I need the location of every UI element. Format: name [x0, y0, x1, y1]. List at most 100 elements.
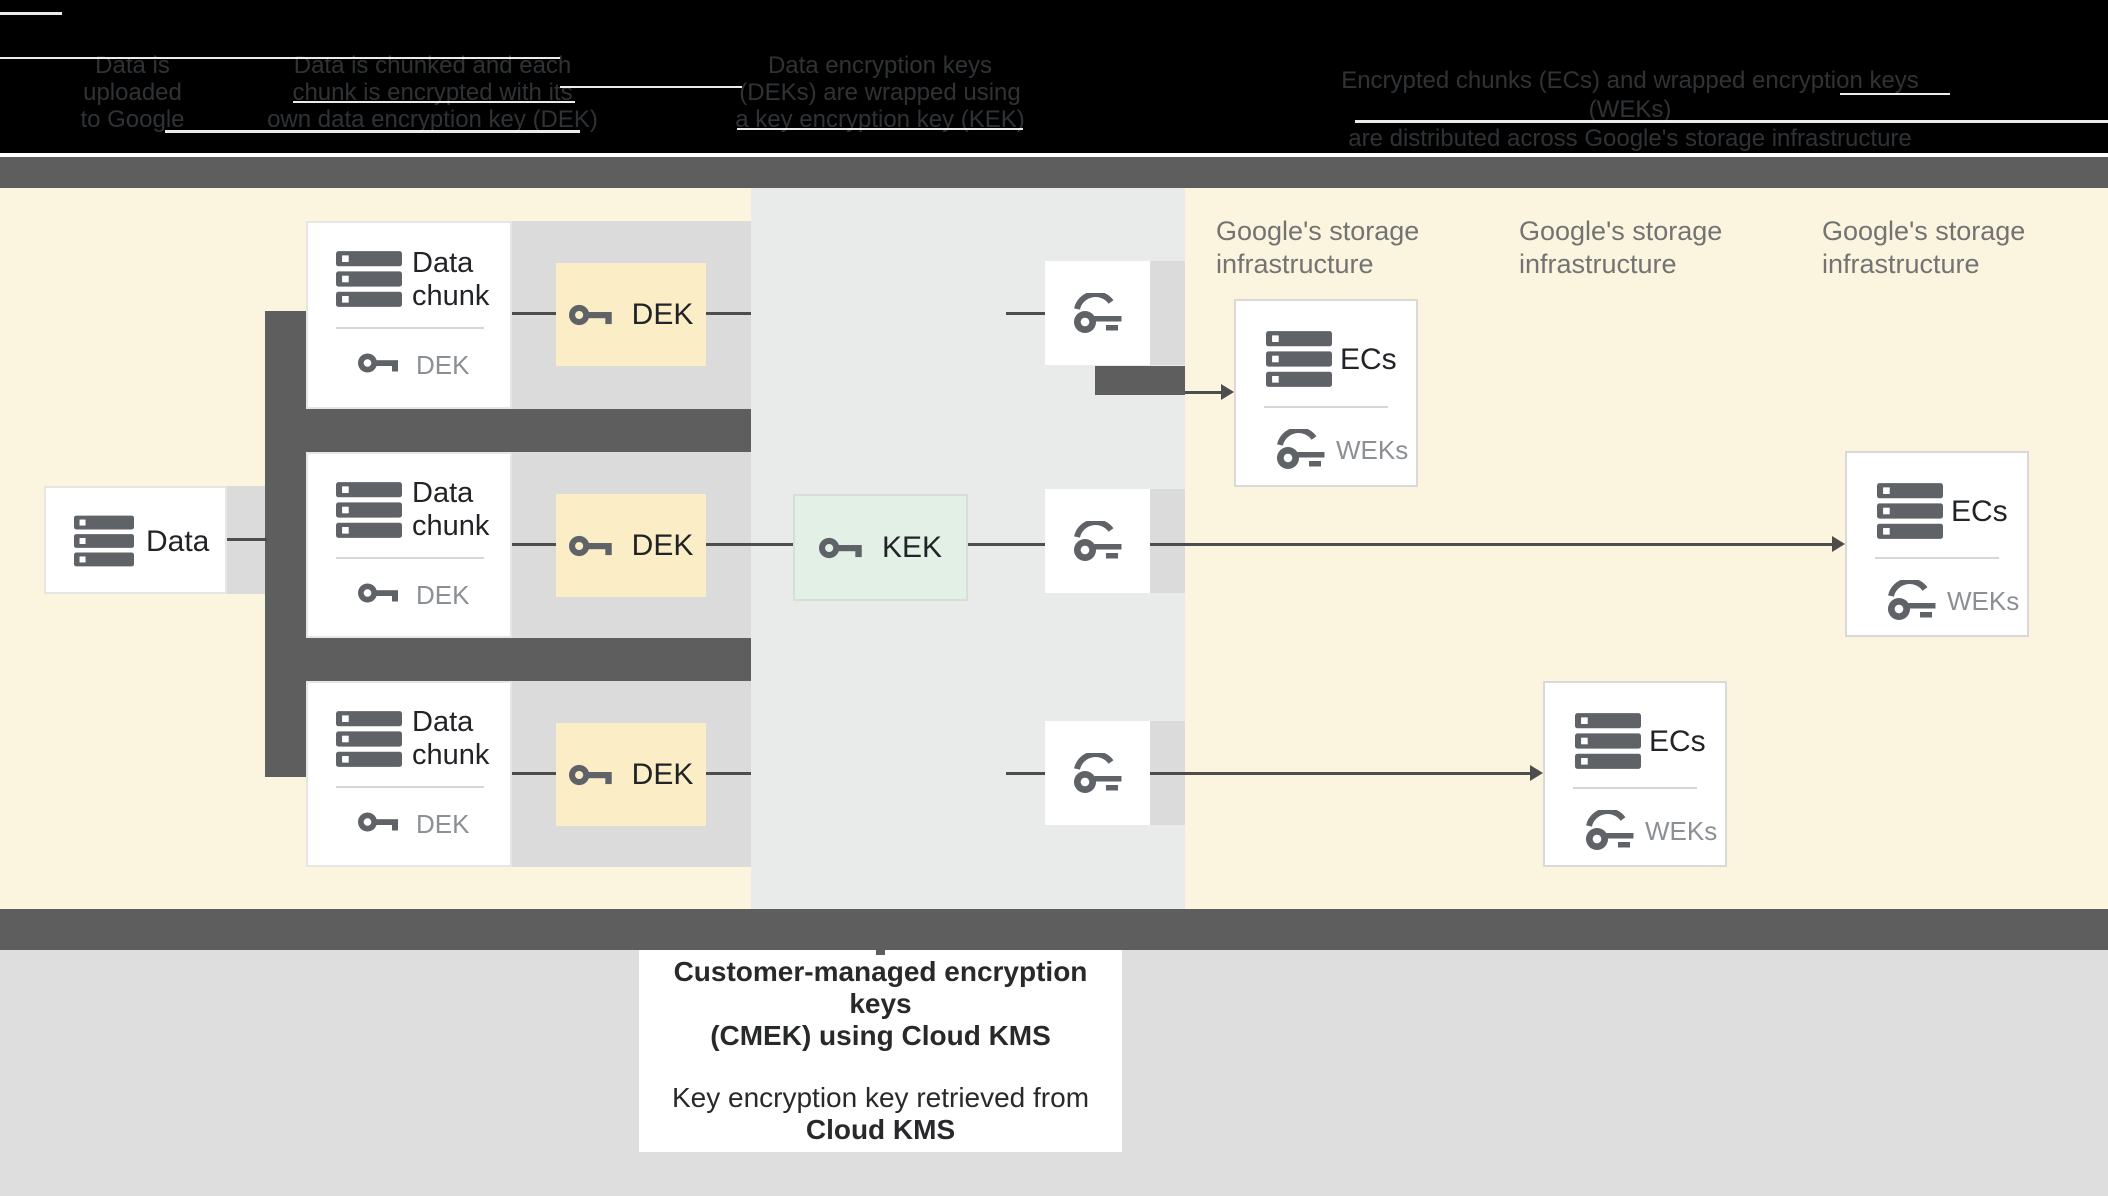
wrapped-key-icon — [1586, 810, 1634, 850]
wrapped-key-box — [1045, 261, 1150, 365]
header-separator-line — [28, 153, 2108, 157]
connector-line — [706, 312, 751, 315]
data-chunk-title: Data chunk — [412, 706, 490, 771]
header-artifact-line — [0, 12, 62, 15]
data-chunk-title: Data chunk — [412, 477, 490, 542]
dek-box-label: DEK — [631, 757, 694, 791]
wrapped-key-icon — [1074, 521, 1122, 561]
header-step-4-line: Encrypted chunks (ECs) and wrapped encry… — [1341, 67, 1919, 123]
header-step-2: Data is chunked and each chunk is encryp… — [235, 52, 630, 133]
storage-label-line: Google's storage — [1822, 216, 2026, 246]
data-chunk-title: Data chunk — [412, 247, 490, 312]
dek-box-label: DEK — [631, 528, 694, 562]
key-icon — [568, 535, 612, 556]
header-strip: Data is uploaded to Google Data is chunk… — [0, 0, 2108, 153]
wrapped-key-box — [1045, 721, 1150, 825]
bottom-gray-band — [0, 909, 2108, 950]
header-artifact-line — [1355, 120, 2108, 123]
header-artifact-line — [0, 57, 560, 59]
dek-box: DEK — [556, 263, 706, 366]
ecs-box-label: ECs — [1649, 725, 1706, 758]
weks-label: WEKs — [1336, 435, 1409, 465]
storage-label-line: infrastructure — [1822, 249, 1980, 279]
divider — [1264, 406, 1388, 408]
connector-line — [512, 312, 556, 315]
data-chunk-box: Data chunk DEK — [306, 221, 512, 409]
storage-label-line: Google's storage — [1216, 216, 1420, 246]
key-icon — [818, 537, 862, 558]
storage-label-line: infrastructure — [1519, 249, 1677, 279]
arrow-line — [1150, 543, 1833, 546]
data-box: Data — [44, 486, 227, 594]
connector-line — [706, 543, 793, 546]
ecs-box: ECs WEKs — [1543, 681, 1727, 867]
weks-label: WEKs — [1947, 586, 2020, 616]
split-band-2 — [265, 638, 751, 681]
database-icon — [1266, 331, 1332, 387]
key-icon — [358, 583, 398, 603]
ecs-box: ECs WEKs — [1234, 299, 1418, 487]
wrapped-key-box — [1045, 489, 1150, 593]
header-artifact-line — [165, 130, 580, 133]
wrapped-key-shadow — [1150, 489, 1185, 593]
ecs-box-label: ECs — [1951, 495, 2008, 528]
caption-subtitle-line: Cloud KMS — [805, 1114, 956, 1145]
wrapped-key-shadow — [1150, 261, 1185, 365]
wrapped-key-icon — [1277, 429, 1325, 469]
database-icon — [74, 515, 134, 567]
connector-line — [706, 772, 751, 775]
elbow-connector-bar — [1095, 366, 1185, 395]
arrowhead-icon — [1530, 765, 1543, 781]
storage-infrastructure-label: Google's storage infrastructure — [1216, 215, 1419, 281]
caption-title-line: Customer-managed encryption keys — [673, 956, 1088, 1019]
divider — [336, 786, 484, 788]
caption-subtitle-line: Key encryption key retrieved from — [671, 1082, 1090, 1113]
caption-connector-tick — [876, 950, 885, 955]
storage-label-line: infrastructure — [1216, 249, 1374, 279]
storage-infrastructure-label: Google's storage infrastructure — [1519, 215, 1722, 281]
header-step-1: Data is uploaded to Google — [40, 52, 225, 133]
wrapped-key-icon — [1888, 580, 1936, 620]
ecs-box-label: ECs — [1340, 343, 1397, 376]
wrapped-key-icon — [1074, 753, 1122, 793]
header-artifact-line — [737, 128, 1023, 130]
kek-box-label: KEK — [881, 530, 943, 564]
arrow-line — [1150, 772, 1531, 775]
data-chunk-box: Data chunk DEK — [306, 681, 512, 867]
header-step-4-line: are distributed across Google's storage … — [1348, 125, 1912, 152]
arrowhead-icon — [1832, 536, 1845, 552]
key-icon — [358, 812, 398, 832]
database-icon — [1877, 483, 1943, 539]
header-artifact-line — [293, 101, 575, 103]
header-step-1-line: Data is — [95, 52, 170, 79]
connector-line — [512, 772, 556, 775]
key-icon — [568, 304, 612, 325]
storage-label-line: Google's storage — [1519, 216, 1723, 246]
database-icon — [1575, 713, 1641, 769]
key-icon — [358, 353, 398, 373]
header-artifact-line — [1840, 93, 1950, 95]
divider — [1875, 557, 1999, 559]
dek-box: DEK — [556, 494, 706, 597]
header-artifact-line — [560, 86, 742, 88]
dek-box: DEK — [556, 723, 706, 826]
top-gray-band — [0, 157, 2108, 188]
connector-line — [1006, 772, 1045, 775]
arrow-line — [1185, 391, 1222, 394]
dek-box-label: DEK — [631, 297, 694, 331]
split-band-1 — [265, 409, 751, 452]
ecs-box: ECs WEKs — [1845, 451, 2029, 637]
wrapped-key-icon — [1074, 293, 1122, 333]
header-step-3: Data encryption keys (DEKs) are wrapped … — [725, 52, 1035, 133]
header-step-1-line: uploaded — [83, 79, 182, 106]
data-chunk-box: Data chunk DEK — [306, 452, 512, 638]
connector-line — [227, 538, 267, 541]
chunk-dek-label: DEK — [416, 580, 470, 610]
header-step-3-line: Data encryption keys — [767, 52, 993, 79]
caption-title-line: (CMEK) using Cloud KMS — [710, 1020, 1051, 1051]
divider — [336, 557, 484, 559]
kek-box: KEK — [793, 494, 968, 601]
caption-box: Customer-managed encryption keys (CMEK) … — [639, 950, 1122, 1152]
data-box-label: Data — [146, 525, 210, 558]
